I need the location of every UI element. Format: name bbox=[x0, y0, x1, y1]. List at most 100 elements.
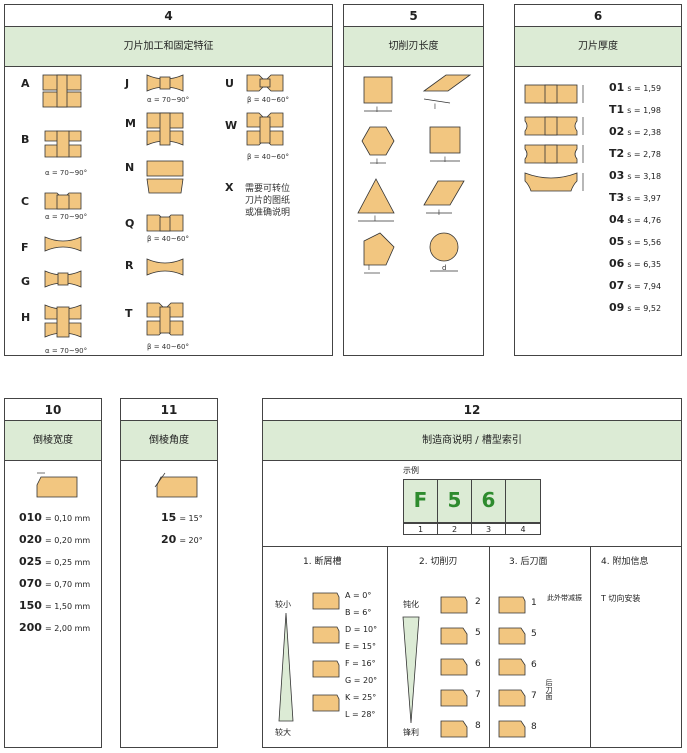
beta-label: β = 40~60° bbox=[147, 343, 189, 351]
code-value: 03 bbox=[609, 169, 625, 182]
flank-code: 5 bbox=[531, 629, 537, 639]
alpha-label: α = 70~90° bbox=[45, 169, 88, 177]
beta-label: β = 40~60° bbox=[247, 96, 289, 104]
code-value: T2 bbox=[609, 147, 625, 160]
beta-label: β = 40~60° bbox=[247, 153, 289, 161]
code-j: J bbox=[125, 77, 130, 90]
chamfer-width-code: 020= 0,20 mm bbox=[19, 533, 90, 546]
flank-insert-icon bbox=[498, 720, 526, 738]
code-value: 020 bbox=[19, 533, 42, 546]
example-char-3: 6 bbox=[471, 479, 506, 523]
panel-10: 10 倒棱宽度 010= 0,10 mm 020= 0,20 mm 025= 0,2… bbox=[4, 398, 102, 748]
cutting-edge-code: 6 bbox=[475, 659, 481, 669]
l-label: l bbox=[374, 215, 376, 223]
chamfer-width-code: 025= 0,25 mm bbox=[19, 555, 90, 568]
code-desc: s = 2,38 bbox=[627, 128, 662, 137]
chamfer-width-icon bbox=[36, 472, 78, 498]
flank-code: 1 bbox=[531, 598, 537, 608]
chipbreaker-angle: G = 20° bbox=[345, 676, 378, 685]
pentagon-shape-icon bbox=[363, 232, 395, 274]
l-label: l bbox=[376, 158, 378, 166]
l-label: l bbox=[444, 156, 446, 164]
x-note-3: 或准确说明 bbox=[245, 208, 291, 218]
example-idx-2: 2 bbox=[437, 523, 472, 535]
l-label: l bbox=[376, 106, 378, 114]
code-desc: s = 4,76 bbox=[627, 216, 662, 225]
panel-number: 6 bbox=[515, 5, 681, 27]
chamfer-angle-code: 15= 15° bbox=[161, 511, 203, 524]
example-label: 示例 bbox=[403, 466, 419, 475]
panel-number: 11 bbox=[121, 399, 217, 421]
flank-insert-icon bbox=[498, 658, 526, 676]
col2-wedge-icon bbox=[402, 616, 420, 724]
l-label: l bbox=[438, 209, 440, 217]
code-value: 01 bbox=[609, 81, 625, 94]
code-value: 06 bbox=[609, 257, 625, 270]
code-h: H bbox=[21, 311, 31, 324]
code-desc: s = 1,98 bbox=[627, 106, 661, 115]
code-desc: s = 6,35 bbox=[627, 260, 662, 269]
code-desc: = 1,50 mm bbox=[44, 602, 91, 611]
code-q: Q bbox=[125, 217, 135, 230]
col4-title: 4. 附加信息 bbox=[601, 557, 649, 567]
l-label: l bbox=[434, 103, 436, 111]
chipbreaker-angle: F = 16° bbox=[345, 659, 376, 668]
chamfer-width-code: 010= 0,10 mm bbox=[19, 511, 90, 524]
cutting-edge-code: 5 bbox=[475, 628, 481, 638]
chipbreaker-angle: E = 15° bbox=[345, 642, 377, 651]
cutting-edge-insert-icon bbox=[440, 596, 468, 614]
panel-5: 5 切削刃长度 l l l l l l l d bbox=[343, 4, 484, 356]
insert-n-icon bbox=[146, 160, 184, 194]
round-shape-icon bbox=[429, 232, 459, 272]
code-c: C bbox=[21, 195, 30, 208]
panel-4: 4 刀片加工和固定特征 A B α = 70~90° C α = 70~90° … bbox=[4, 4, 333, 356]
panel-title: 倒棱宽度 bbox=[5, 421, 101, 461]
panel-title: 倒棱角度 bbox=[121, 421, 217, 461]
chamfer-angle-icon bbox=[154, 472, 198, 498]
code-x: X bbox=[225, 181, 234, 194]
cutting-edge-code: 7 bbox=[475, 690, 481, 700]
code-value: T3 bbox=[609, 191, 625, 204]
chipbreaker-angle: B = 6° bbox=[345, 608, 372, 617]
insert-j-icon bbox=[146, 74, 184, 92]
d-label: d bbox=[442, 264, 447, 272]
flank-code: 7 bbox=[531, 691, 537, 701]
chamfer-width-code: 070= 0,70 mm bbox=[19, 577, 90, 590]
sub-table-divider bbox=[263, 546, 681, 547]
col1-title: 1. 断屑槽 bbox=[303, 557, 342, 567]
panel-title: 刀片加工和固定特征 bbox=[5, 27, 332, 67]
insert-g-icon bbox=[44, 270, 82, 288]
code-desc: s = 3,18 bbox=[627, 172, 662, 181]
cutting-edge-code: 2 bbox=[475, 597, 481, 607]
cutting-edge-insert-icon bbox=[440, 658, 468, 676]
chamfer-width-code: 200= 2,00 mm bbox=[19, 621, 90, 634]
x-note-2: 刀片的图纸 bbox=[245, 196, 291, 206]
rhombus-shape-icon bbox=[422, 74, 472, 104]
thickness-3-icon bbox=[524, 144, 584, 164]
panel-title: 切削刃长度 bbox=[344, 27, 483, 67]
flank-code: 6 bbox=[531, 660, 537, 670]
cutting-edge-code: 8 bbox=[475, 721, 481, 731]
code-desc: = 0,25 mm bbox=[44, 558, 91, 567]
code-m: M bbox=[125, 117, 136, 130]
flank-code: 8 bbox=[531, 722, 537, 732]
code-desc: s = 1,59 bbox=[627, 84, 662, 93]
cutting-edge-insert-icon bbox=[440, 720, 468, 738]
panel-number: 10 bbox=[5, 399, 101, 421]
code-value: 010 bbox=[19, 511, 42, 524]
panel-12: 12 制造商说明 / 槽型索引 示例 F 5 6 1 2 3 4 1. 断屑槽 … bbox=[262, 398, 682, 748]
col1-wedge-icon bbox=[278, 612, 294, 722]
chipbreaker-insert-icon bbox=[312, 592, 340, 610]
thickness-4-icon bbox=[524, 172, 584, 192]
thickness-2-icon bbox=[524, 116, 584, 136]
insert-h-icon bbox=[44, 304, 82, 338]
chamfer-angle-code: 20= 20° bbox=[161, 533, 203, 546]
panel-title: 制造商说明 / 槽型索引 bbox=[263, 421, 681, 461]
code-desc: s = 2,78 bbox=[627, 150, 661, 159]
thickness-1-icon bbox=[524, 84, 584, 104]
